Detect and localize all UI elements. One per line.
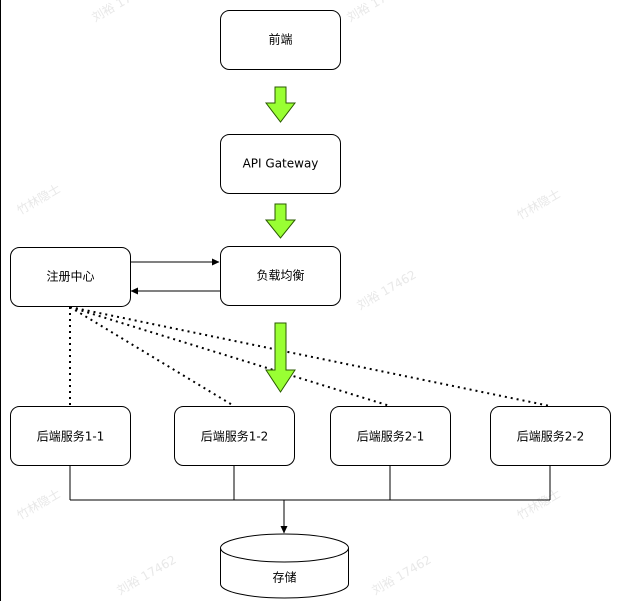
green-arrow-down-2 bbox=[264, 203, 297, 239]
storage-bus bbox=[69, 466, 551, 534]
node-registry-label: 注册中心 bbox=[46, 269, 94, 284]
svg-text:刘裕 17462: 刘裕 17462 bbox=[114, 552, 179, 598]
node-storage[interactable]: 存储 bbox=[220, 533, 349, 599]
node-service-2-2[interactable]: 后端服务2-2 bbox=[490, 406, 611, 466]
svg-text:刘裕 17462: 刘裕 17462 bbox=[344, 0, 409, 25]
node-service-1-1[interactable]: 后端服务1-1 bbox=[10, 406, 131, 466]
svg-text:刘裕 17462: 刘裕 17462 bbox=[369, 552, 434, 598]
node-load-balancer[interactable]: 负载均衡 bbox=[220, 246, 341, 306]
node-service-2-1-label: 后端服务2-1 bbox=[357, 429, 425, 444]
svg-text:竹林隐士: 竹林隐士 bbox=[515, 186, 564, 222]
node-frontend-label: 前端 bbox=[268, 32, 292, 47]
svg-text:刘裕 17462: 刘裕 17462 bbox=[354, 267, 419, 313]
node-registry[interactable]: 注册中心 bbox=[10, 247, 131, 307]
node-service-1-2[interactable]: 后端服务1-2 bbox=[174, 406, 295, 466]
green-arrow-down-3 bbox=[265, 322, 296, 393]
node-service-2-1[interactable]: 后端服务2-1 bbox=[330, 406, 451, 466]
node-load-balancer-label: 负载均衡 bbox=[256, 269, 304, 283]
svg-text:竹林隐士: 竹林隐士 bbox=[515, 486, 564, 522]
node-frontend[interactable]: 前端 bbox=[220, 10, 341, 70]
svg-text:竹林隐士: 竹林隐士 bbox=[15, 486, 64, 522]
green-arrow-down-1 bbox=[264, 86, 297, 123]
node-service-2-2-label: 后端服务2-2 bbox=[517, 429, 585, 444]
node-service-1-2-label: 后端服务1-2 bbox=[201, 429, 269, 444]
svg-text:竹林隐士: 竹林隐士 bbox=[15, 181, 64, 217]
node-service-1-1-label: 后端服务1-1 bbox=[37, 429, 105, 444]
node-api-gateway-label: API Gateway bbox=[243, 157, 319, 171]
registry-discovery-lines bbox=[69, 306, 551, 407]
node-storage-label: 存储 bbox=[272, 570, 296, 585]
green-arrows bbox=[264, 86, 297, 393]
registry-line-service-1-2 bbox=[69, 306, 235, 407]
svg-text:刘裕 17462: 刘裕 17462 bbox=[89, 0, 154, 25]
registry-line-service-2-2 bbox=[69, 306, 551, 407]
registry-line-service-2-1 bbox=[69, 306, 391, 407]
node-api-gateway[interactable]: API Gateway bbox=[220, 134, 341, 194]
